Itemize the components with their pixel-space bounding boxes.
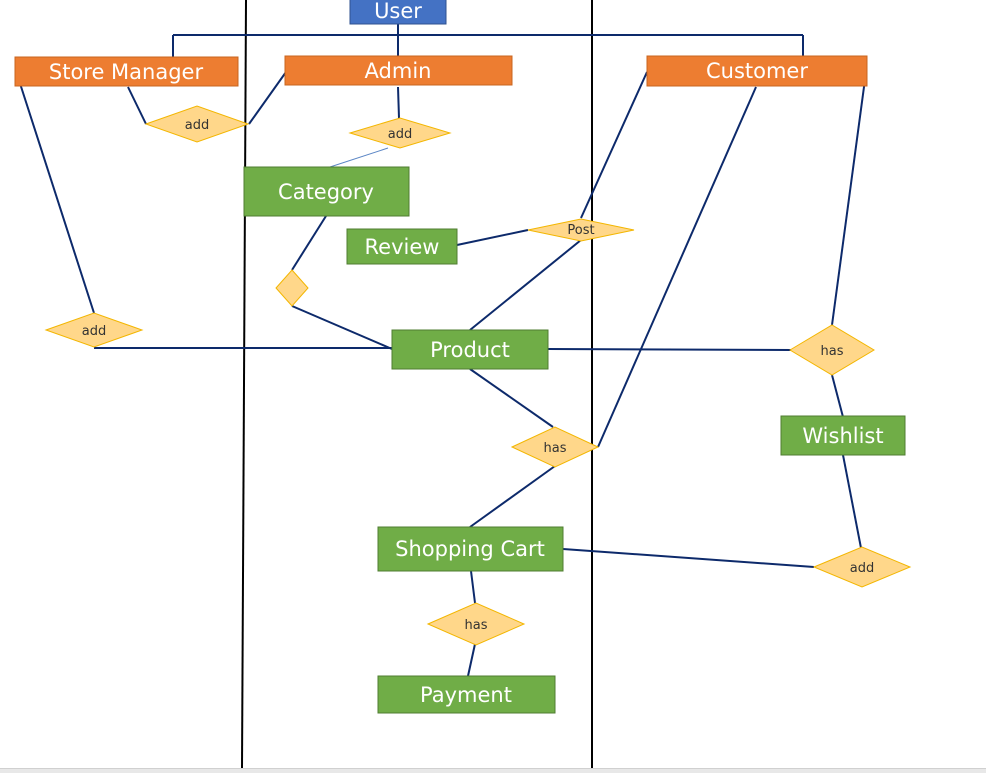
entity-user[interactable]: User: [349, 0, 447, 25]
connector-has-payment: [467, 643, 476, 677]
connector-category-diamond: [291, 215, 327, 271]
user-hierarchy-connector: [172, 24, 804, 57]
entity-store-manager-label: Store Manager: [49, 60, 204, 84]
connector-product-has-center: [469, 368, 554, 428]
entity-product[interactable]: Product: [391, 329, 549, 370]
entity-admin[interactable]: Admin: [284, 55, 513, 86]
relationship-sm-add[interactable]: add: [144, 105, 250, 143]
entity-store-manager[interactable]: Store Manager: [14, 56, 239, 87]
relationship-product-add[interactable]: add: [44, 312, 144, 348]
relationship-product-add-label: add: [82, 324, 106, 339]
relationship-product-has-cart-label: has: [544, 441, 567, 456]
relationship-cart-has-payment-label: has: [465, 618, 488, 633]
connector-has-wishlist: [831, 374, 844, 418]
connector-cart-has: [470, 570, 476, 604]
entity-wishlist-label: Wishlist: [802, 424, 883, 448]
entity-review[interactable]: Review: [346, 228, 458, 265]
connector-product-has: [547, 348, 792, 351]
connectors: [15, 70, 867, 677]
entity-payment-label: Payment: [420, 683, 512, 707]
entity-category-label: Category: [278, 180, 374, 204]
connector-review-post: [456, 229, 529, 246]
connector-add-admin: [248, 71, 287, 125]
entity-review-label: Review: [365, 235, 440, 259]
entity-shopping-cart-label: Shopping Cart: [395, 537, 545, 561]
connector-sm-add: [127, 86, 147, 125]
connector-customer-has-center: [597, 86, 757, 448]
relationship-product-has-cart[interactable]: has: [510, 426, 600, 468]
entity-category[interactable]: Category: [243, 166, 410, 217]
relationship-wishlist-add-cart-label: add: [850, 561, 874, 576]
connector-add-cart: [562, 548, 815, 568]
relationship-wishlist-add-cart[interactable]: add: [812, 546, 912, 588]
connector-diamond-product: [291, 305, 393, 350]
connector-add-category: [329, 147, 389, 168]
entity-wishlist[interactable]: Wishlist: [780, 415, 906, 456]
relationship-cart-has-payment[interactable]: has: [426, 602, 526, 646]
relationship-product-has-wishlist[interactable]: has: [789, 324, 875, 376]
relationship-product-has-wishlist-label: has: [821, 344, 844, 359]
connector-sm-product-add: [15, 70, 95, 314]
entity-payment[interactable]: Payment: [377, 675, 556, 714]
connector-post-product: [469, 239, 582, 331]
connector-customer-post: [580, 71, 648, 219]
relationship-sm-add-label: add: [185, 118, 209, 133]
relationship-admin-add-label: add: [388, 127, 412, 142]
entity-admin-label: Admin: [365, 59, 432, 83]
relationship-admin-add[interactable]: add: [348, 117, 452, 149]
entity-customer[interactable]: Customer: [646, 55, 868, 87]
entity-shopping-cart[interactable]: Shopping Cart: [377, 526, 564, 572]
connector-has-cart: [469, 465, 556, 528]
lane-divider-left: [241, 0, 247, 769]
relationship-post[interactable]: Post: [527, 218, 635, 242]
relationship-post-label: Post: [567, 223, 594, 238]
entity-product-label: Product: [430, 338, 510, 362]
connector-admin-add: [397, 86, 400, 119]
connector-wishlist-add: [842, 454, 862, 549]
relationship-category-product[interactable]: [275, 269, 309, 307]
connector-customer-has: [831, 71, 867, 326]
bottom-scrollbar: [0, 768, 986, 773]
entity-user-label: User: [374, 0, 422, 23]
entity-customer-label: Customer: [706, 59, 808, 83]
